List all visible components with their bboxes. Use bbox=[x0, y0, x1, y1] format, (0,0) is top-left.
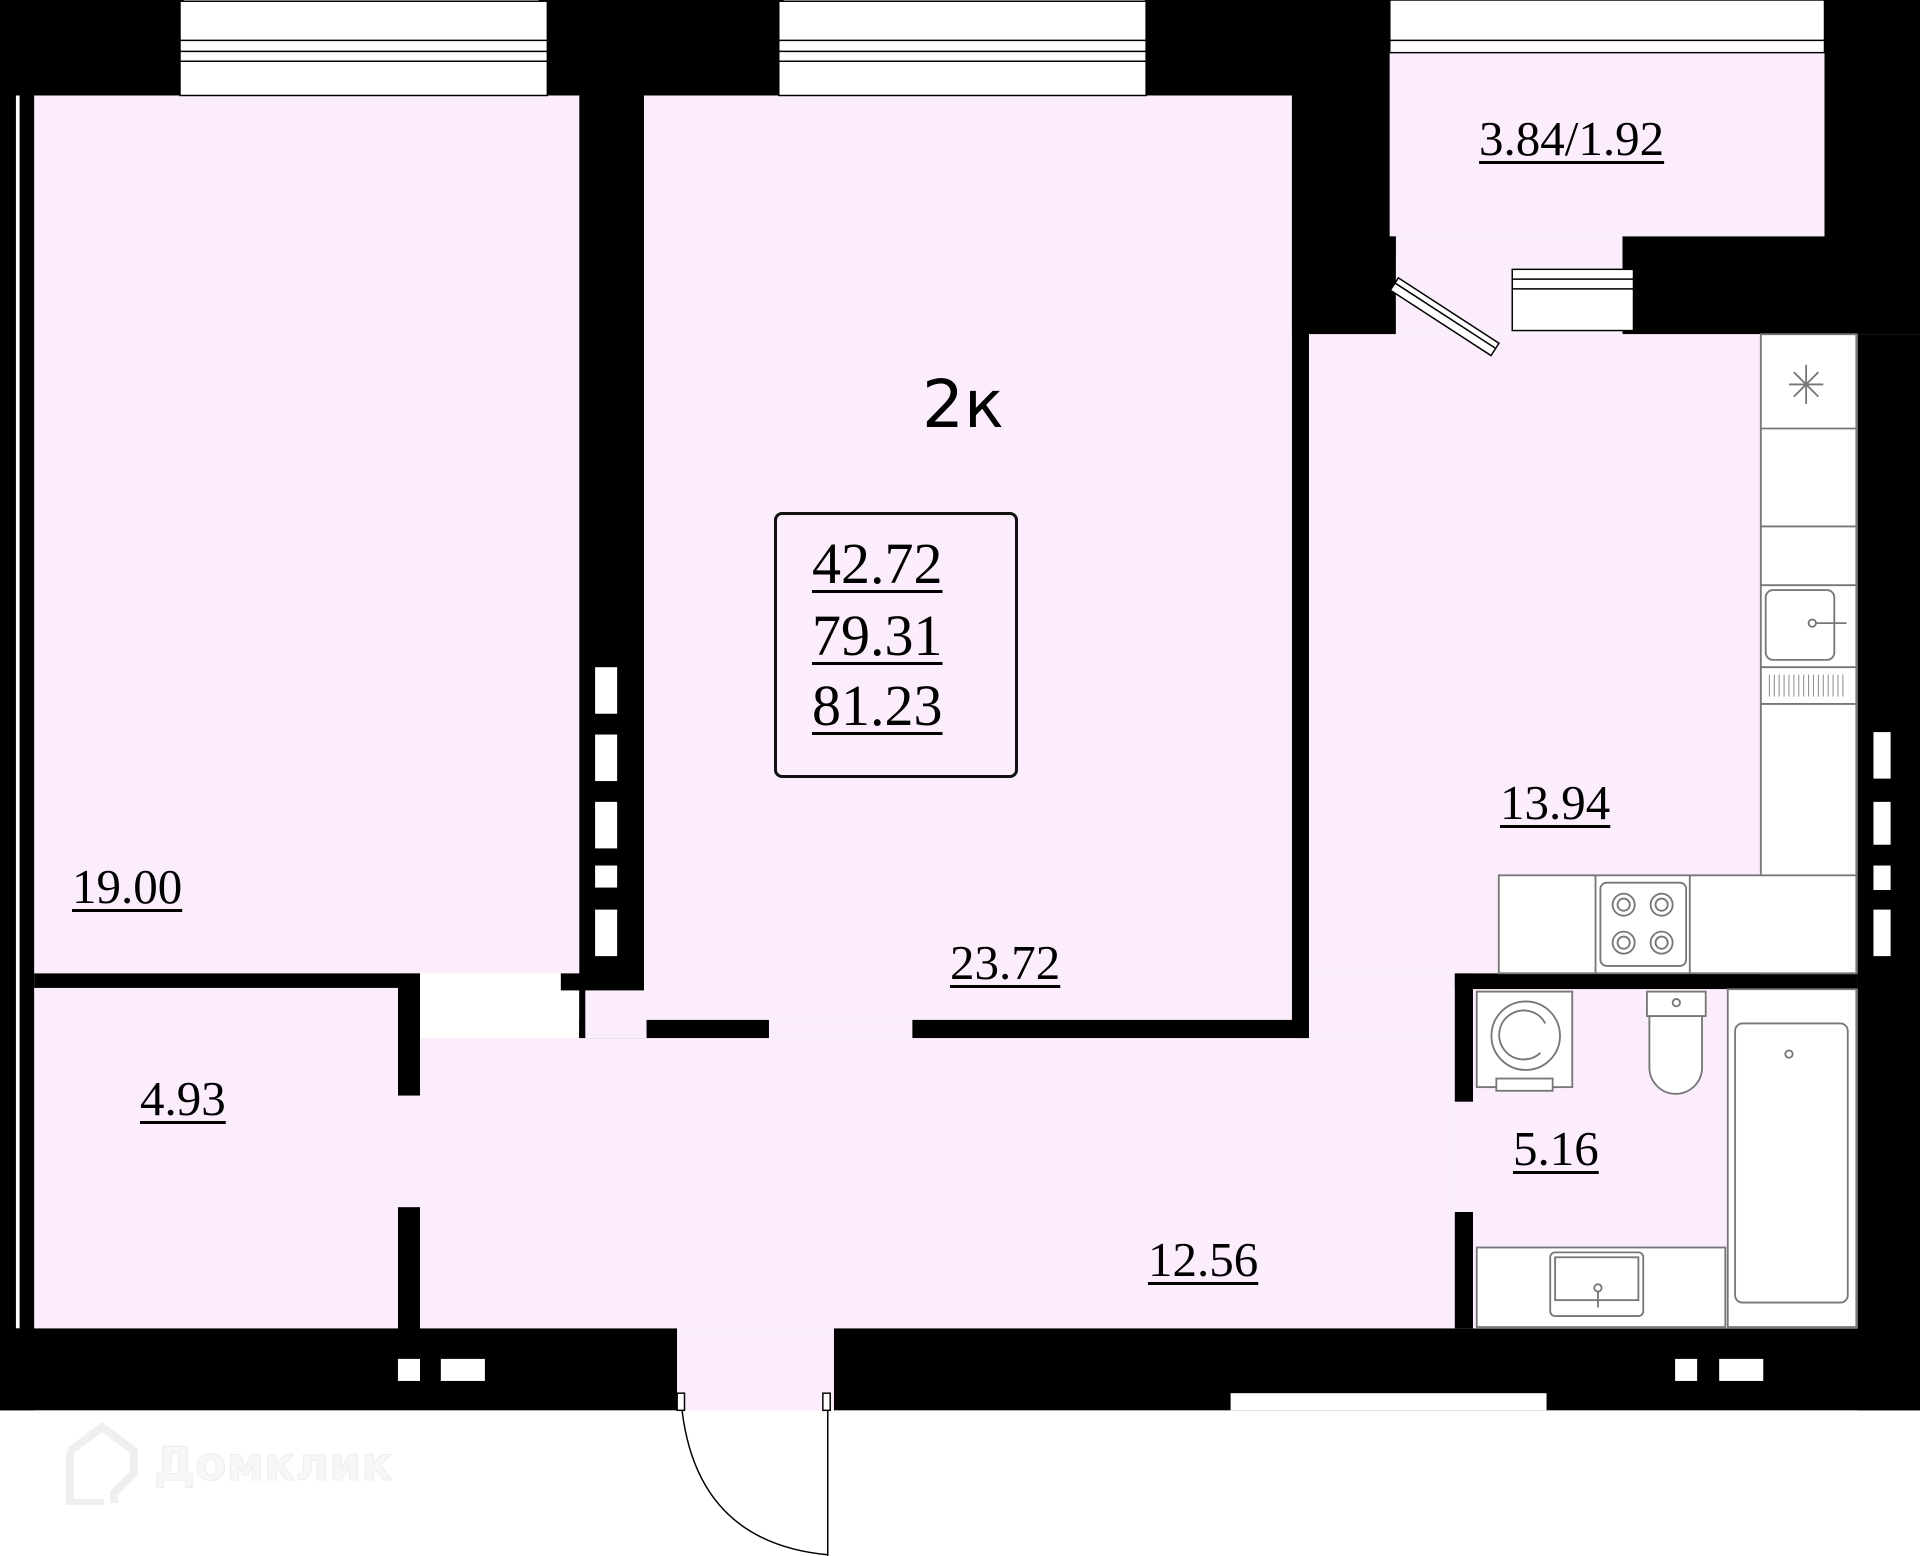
room-hallway-3 bbox=[1308, 973, 1455, 1039]
room-bedroom-center bbox=[644, 95, 1292, 1020]
dishwasher-icon bbox=[1768, 674, 1844, 697]
watermark-text: Домклик bbox=[154, 1437, 394, 1492]
window-bedroom-left bbox=[179, 0, 549, 97]
bathroom-fixtures bbox=[1475, 988, 1858, 1328]
watermark: Домклик bbox=[64, 1423, 393, 1505]
room-area-hallway: 12.56 bbox=[1148, 1232, 1259, 1287]
window-bedroom-center bbox=[778, 0, 1147, 97]
apartment-type-label: 2к bbox=[922, 366, 1004, 443]
kitchen-sink-icon bbox=[1764, 589, 1836, 661]
washing-machine-icon bbox=[1475, 990, 1574, 1089]
room-hallway-entry bbox=[677, 1328, 834, 1411]
stove-icon bbox=[1599, 881, 1688, 967]
room-bathroom-door bbox=[1454, 1101, 1474, 1212]
room-area-kitchen: 13.94 bbox=[1500, 775, 1611, 830]
wall-window-markers bbox=[15, 95, 1891, 1381]
room-area-bedroom-center: 23.72 bbox=[950, 935, 1061, 990]
bathtub-icon bbox=[1734, 1022, 1849, 1304]
living-area-value: 42.72 bbox=[812, 531, 943, 596]
room-bedroom-left bbox=[34, 95, 580, 974]
room-hallway-left bbox=[585, 990, 647, 1039]
vent-icon bbox=[1788, 364, 1824, 404]
total-area-with-balcony-value: 81.23 bbox=[812, 673, 943, 738]
room-area-storage: 4.93 bbox=[140, 1071, 226, 1126]
room-area-bathroom: 5.16 bbox=[1513, 1121, 1599, 1176]
room-area-bedroom-left: 19.00 bbox=[72, 859, 183, 914]
entrance-door bbox=[676, 1392, 831, 1556]
room-fills bbox=[34, 0, 1858, 1411]
total-area-value: 79.31 bbox=[812, 603, 943, 668]
room-hallway-2 bbox=[768, 1019, 913, 1039]
domclick-logo-icon bbox=[66, 1423, 138, 1505]
window-balcony bbox=[1389, 0, 1826, 54]
area-summary-box: 42.72 79.31 81.23 bbox=[774, 512, 1018, 778]
kitchen-fixtures bbox=[1497, 333, 1858, 975]
room-storage-door bbox=[397, 1095, 420, 1208]
room-storage bbox=[34, 987, 398, 1329]
windows bbox=[179, 0, 1826, 357]
room-area-balcony: 3.84/1.92 bbox=[1479, 111, 1665, 166]
room-hallway bbox=[420, 1038, 1455, 1329]
